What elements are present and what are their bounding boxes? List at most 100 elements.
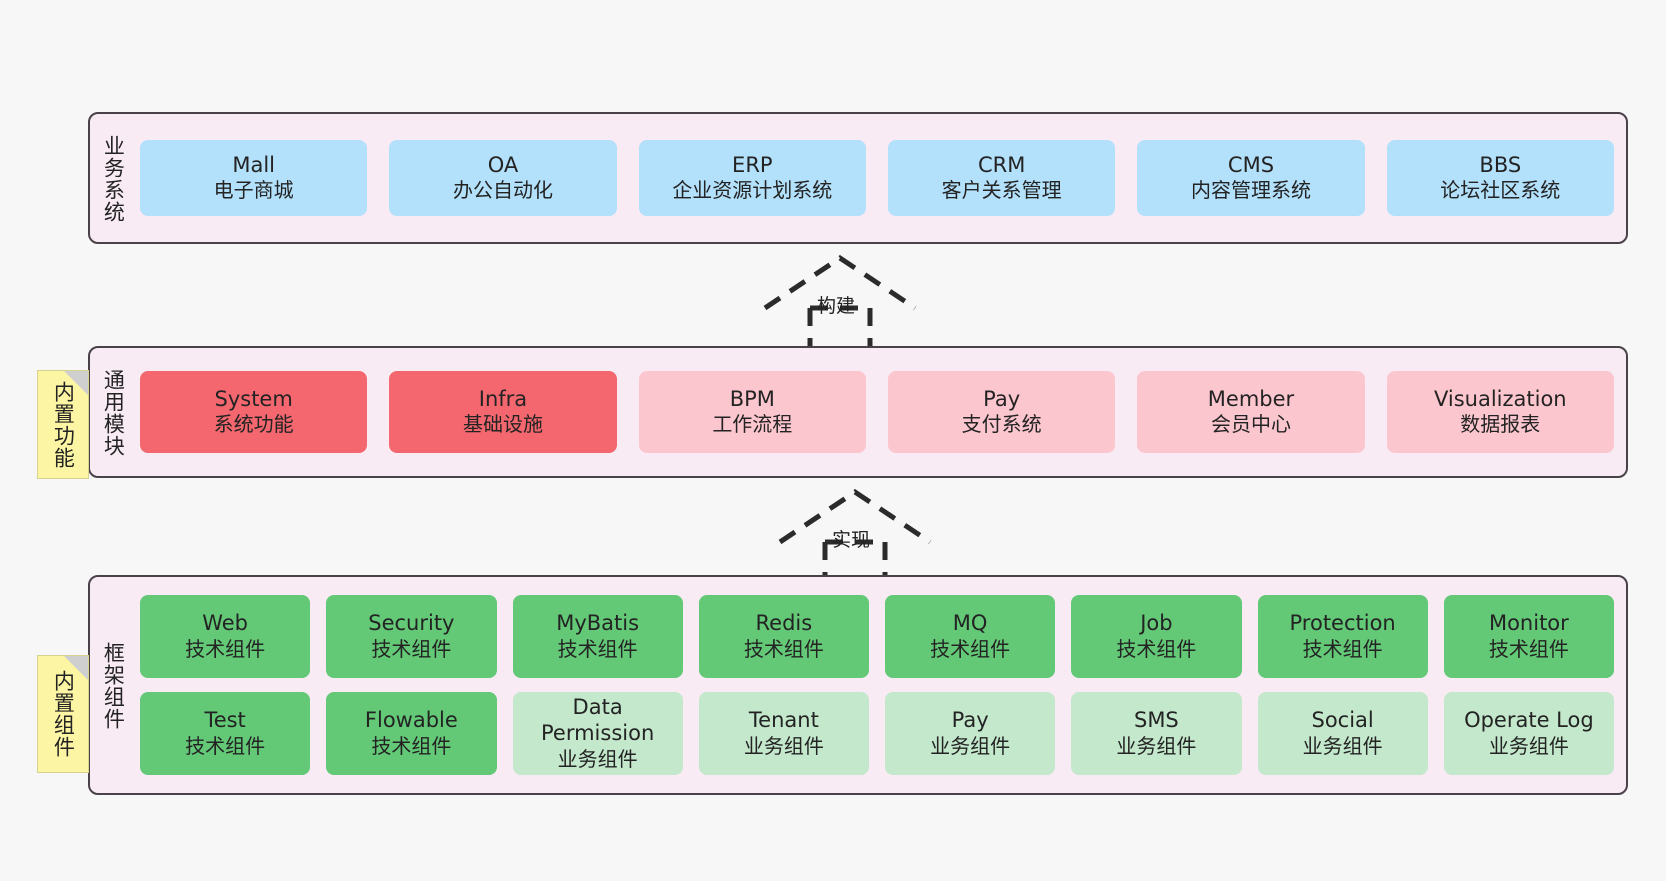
- module-card-crm[interactable]: CRM 客户关系管理: [887, 140, 1116, 216]
- card-subtitle: 技术组件: [371, 733, 452, 758]
- card-title: Protection: [1289, 611, 1396, 636]
- card-subtitle: 业务组件: [1302, 733, 1383, 758]
- arrow-head-triangle: [778, 488, 932, 545]
- card-subtitle: 技术组件: [185, 733, 266, 758]
- layer-business-systems: 业务系统 Mall 电子商城 OA 办公自动化 ERP 企业资源计划系统 CRM…: [88, 112, 1628, 244]
- layer-row: Web 技术组件 Security 技术组件 MyBatis 技术组件 Redi…: [140, 595, 1614, 678]
- card-title: Visualization: [1433, 386, 1567, 411]
- card-title: Security: [368, 611, 455, 636]
- card-subtitle: 内容管理系统: [1190, 178, 1311, 203]
- module-card-bpm[interactable]: BPM 工作流程: [638, 371, 866, 453]
- component-card-mq[interactable]: MQ 技术组件: [885, 595, 1056, 678]
- note-label: 内置组件: [51, 670, 76, 758]
- arrow-label-build: 构建: [817, 295, 856, 317]
- arrow-shaft: [807, 305, 873, 353]
- card-subtitle: 电子商城: [213, 178, 294, 203]
- layer-body-business: Mall 电子商城 OA 办公自动化 ERP 企业资源计划系统 CRM 客户关系…: [136, 114, 1626, 242]
- card-title: Redis: [755, 611, 813, 636]
- component-card-social[interactable]: Social 业务组件: [1257, 692, 1428, 775]
- card-subtitle: 客户关系管理: [941, 178, 1062, 203]
- card-title: Mall: [232, 152, 275, 177]
- card-subtitle: 技术组件: [930, 636, 1011, 661]
- module-card-bbs[interactable]: BBS 论坛社区系统: [1386, 140, 1614, 216]
- layer-title-modules: 通用模块: [101, 369, 126, 457]
- card-title: Web: [202, 611, 249, 636]
- card-title: CMS: [1227, 152, 1275, 177]
- module-card-visualization[interactable]: Visualization 数据报表: [1386, 371, 1614, 453]
- module-card-member[interactable]: Member 会员中心: [1137, 371, 1365, 453]
- card-subtitle: 支付系统: [961, 412, 1042, 437]
- card-subtitle: 业务组件: [743, 733, 824, 758]
- card-subtitle: 技术组件: [557, 636, 638, 661]
- layer-title-business: 业务系统: [101, 135, 126, 223]
- module-card-system[interactable]: System 系统功能: [140, 371, 368, 453]
- module-card-infra[interactable]: Infra 基础设施: [389, 371, 617, 453]
- component-card-pay[interactable]: Pay 业务组件: [885, 692, 1056, 775]
- card-title: Job: [1140, 611, 1173, 636]
- card-subtitle: 技术组件: [743, 636, 824, 661]
- note-builtin-components: 内置组件: [37, 655, 89, 773]
- card-subtitle: 业务组件: [1488, 733, 1569, 758]
- card-subtitle: 业务组件: [557, 746, 638, 771]
- folded-corner-icon: [64, 656, 88, 680]
- component-card-tenant[interactable]: Tenant 业务组件: [698, 692, 869, 775]
- layer-body-modules: System 系统功能 Infra 基础设施 BPM 工作流程 Pay 支付系统…: [136, 348, 1626, 476]
- card-title: MQ: [952, 611, 988, 636]
- card-subtitle: 技术组件: [1302, 636, 1383, 661]
- module-card-oa[interactable]: OA 办公自动化: [389, 140, 617, 216]
- layer-row: System 系统功能 Infra 基础设施 BPM 工作流程 Pay 支付系统…: [140, 371, 1614, 453]
- card-title: OA: [487, 152, 519, 177]
- card-title: Pay: [983, 386, 1021, 411]
- card-title: BBS: [1479, 152, 1522, 177]
- card-title: System: [214, 386, 293, 411]
- card-subtitle: 业务组件: [1116, 733, 1197, 758]
- module-card-mall[interactable]: Mall 电子商城: [140, 140, 368, 216]
- card-subtitle: 技术组件: [1116, 636, 1197, 661]
- component-card-data-permission[interactable]: Data Permission 业务组件: [512, 692, 683, 775]
- card-title: Social: [1311, 708, 1374, 733]
- component-card-operate-log[interactable]: Operate Log 业务组件: [1443, 692, 1614, 775]
- module-card-cms[interactable]: CMS 内容管理系统: [1137, 140, 1365, 216]
- card-title: Infra: [478, 386, 528, 411]
- component-card-monitor[interactable]: Monitor 技术组件: [1443, 595, 1614, 678]
- note-label: 内置功能: [51, 380, 76, 469]
- component-card-test[interactable]: Test 技术组件: [140, 692, 311, 775]
- card-title: CRM: [977, 152, 1026, 177]
- card-title: Tenant: [748, 708, 819, 733]
- card-title: Pay: [951, 708, 989, 733]
- card-title: Member: [1207, 386, 1295, 411]
- arrow-head-triangle: [763, 254, 917, 311]
- card-subtitle: 数据报表: [1460, 412, 1541, 437]
- card-subtitle: 工作流程: [712, 412, 793, 437]
- component-card-sms[interactable]: SMS 业务组件: [1071, 692, 1242, 775]
- card-subtitle: 论坛社区系统: [1440, 178, 1561, 203]
- card-title: Monitor: [1488, 611, 1569, 636]
- component-card-protection[interactable]: Protection 技术组件: [1257, 595, 1428, 678]
- component-card-mybatis[interactable]: MyBatis 技术组件: [512, 595, 683, 678]
- note-builtin-functions: 内置功能: [37, 370, 89, 479]
- card-title: BPM: [729, 386, 775, 411]
- card-title: Data Permission: [540, 695, 655, 745]
- layer-common-modules: 通用模块 System 系统功能 Infra 基础设施 BPM 工作流程 Pay…: [88, 346, 1628, 478]
- card-subtitle: 会员中心: [1210, 412, 1291, 437]
- module-card-erp[interactable]: ERP 企业资源计划系统: [638, 140, 866, 216]
- component-card-job[interactable]: Job 技术组件: [1071, 595, 1242, 678]
- card-title: ERP: [732, 152, 773, 177]
- card-subtitle: 技术组件: [371, 636, 452, 661]
- card-subtitle: 业务组件: [930, 733, 1011, 758]
- component-card-redis[interactable]: Redis 技术组件: [698, 595, 869, 678]
- card-title: Test: [204, 708, 246, 733]
- card-subtitle: 基础设施: [462, 412, 543, 437]
- component-card-flowable[interactable]: Flowable 技术组件: [326, 692, 497, 775]
- module-card-pay[interactable]: Pay 支付系统: [887, 371, 1116, 453]
- component-card-security[interactable]: Security 技术组件: [326, 595, 497, 678]
- layer-body-framework: Web 技术组件 Security 技术组件 MyBatis 技术组件 Redi…: [136, 577, 1626, 793]
- layer-title-framework: 框架组件: [101, 642, 126, 730]
- layer-framework-components: 框架组件 Web 技术组件 Security 技术组件 MyBatis 技术组件…: [88, 575, 1628, 795]
- arrow-label-implement: 实现: [832, 529, 871, 551]
- arrow-build: 构建: [755, 253, 925, 353]
- folded-corner-icon: [64, 371, 88, 395]
- component-card-web[interactable]: Web 技术组件: [140, 595, 311, 678]
- card-subtitle: 系统功能: [213, 412, 294, 437]
